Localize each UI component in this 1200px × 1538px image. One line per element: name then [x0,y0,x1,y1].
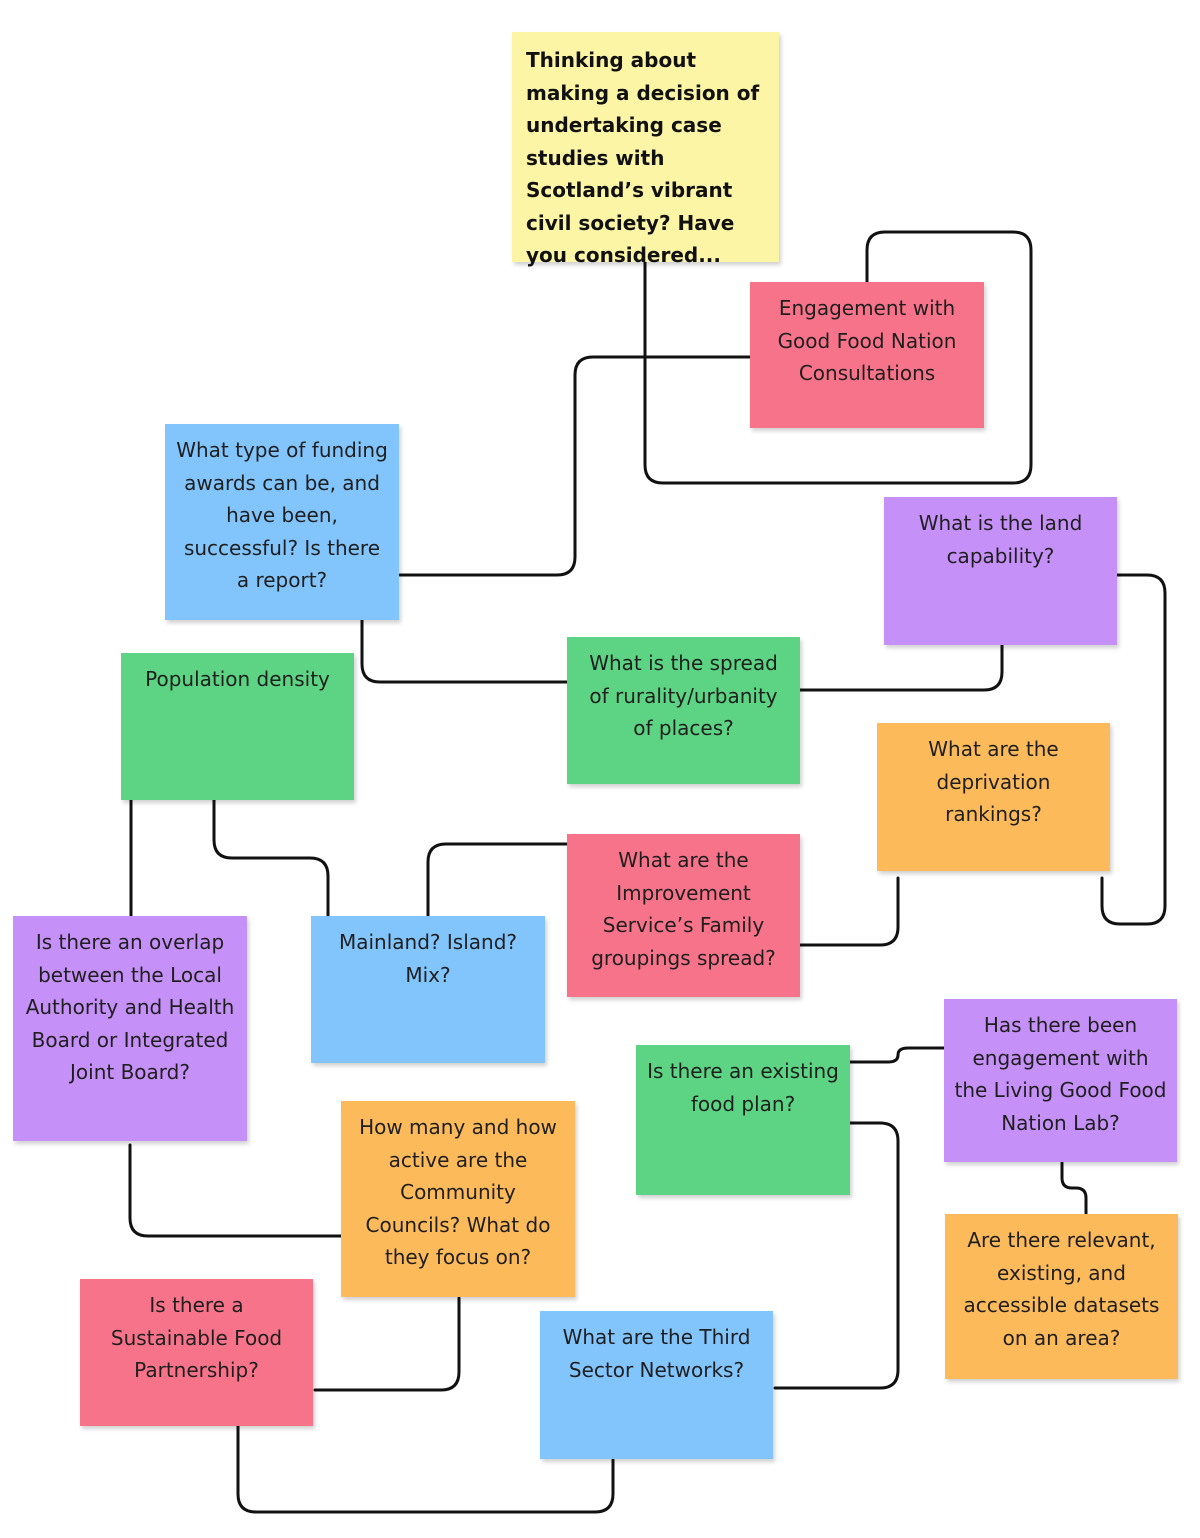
connector-improvement-deprivation [798,876,900,947]
note-living-good-food-nation-lab: Has there been engagement with the Livin… [944,999,1177,1162]
note-mainland-island: Mainland? Island? Mix? [311,916,545,1063]
connector-mainland-improvement [426,842,569,920]
note-start-question: Thinking about making a decision of unde… [512,32,779,267]
note-la-health-board-overlap: Is there an overlap between the Local Au… [13,916,247,1141]
connector-population-mainland [212,798,330,920]
connector-living-datasets [1060,1161,1088,1216]
connector-foodplan-thirdsector [773,1121,900,1390]
connector-sustainable-thirdsector [236,1423,615,1514]
connector-community-sustainable [313,1296,461,1392]
connector-la-community [128,1143,344,1238]
connector-land-deprivation [1100,573,1167,926]
note-population-density: Population density [121,653,354,800]
note-sustainable-food-partnership: Is there a Sustainable Food Partnership? [80,1279,313,1426]
connector-rurality-land [798,643,1004,692]
connector-foodplan-living [848,1046,946,1064]
note-existing-food-plan: Is there an existing food plan? [636,1045,850,1195]
note-land-capability: What is the land capability? [884,497,1117,645]
note-improvement-service-groupings: What are the Improvement Service’s Famil… [567,834,800,997]
note-rurality-urbanity: What is the spread of rurality/urbanity … [567,637,800,784]
note-funding-awards: What type of funding awards can be, and … [165,424,399,620]
connector-consultations-funding [398,355,752,577]
connector-start-loop [643,230,1033,485]
note-relevant-datasets: Are there relevant, existing, and access… [945,1214,1178,1379]
note-good-food-nation-consultations: Engagement with Good Food Nation Consult… [750,282,984,428]
note-deprivation-rankings: What are the deprivation rankings? [877,723,1110,871]
note-community-councils: How many and how active are the Communit… [341,1101,575,1297]
connector-funding-rurality [360,618,569,684]
note-third-sector-networks: What are the Third Sector Networks? [540,1311,773,1459]
